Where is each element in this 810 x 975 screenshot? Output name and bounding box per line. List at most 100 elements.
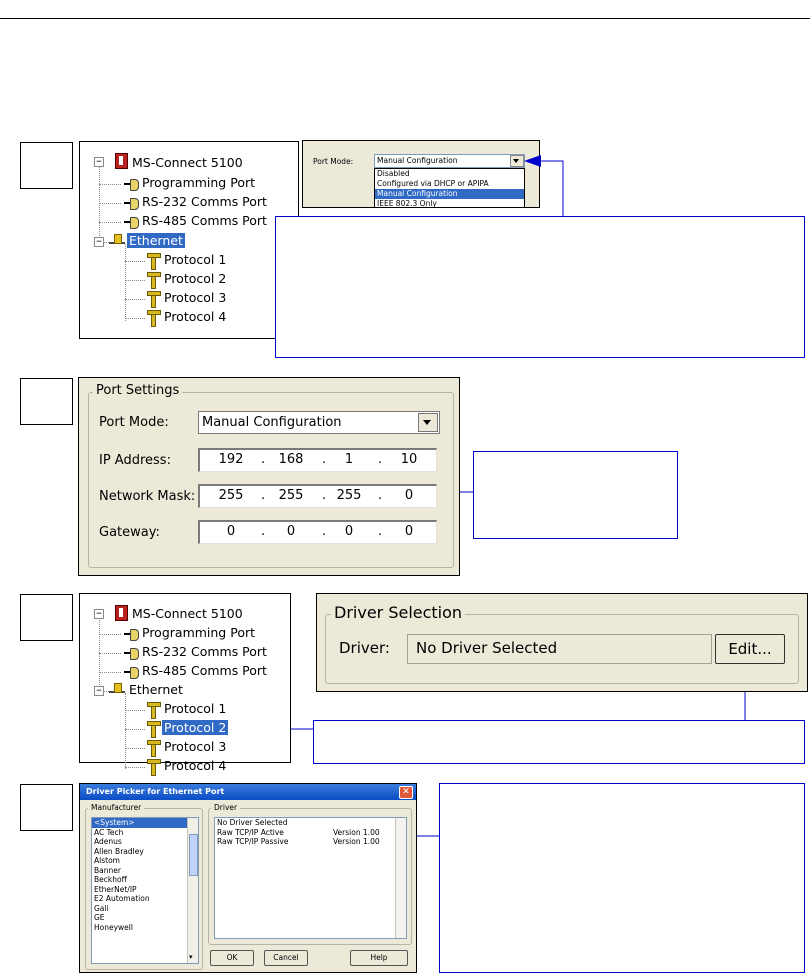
tree-item-rs232[interactable]: RS-232 Comms Port — [142, 194, 267, 209]
port-settings-title: Port Settings — [93, 383, 183, 398]
mask-octet: 255 — [336, 488, 362, 503]
gateway-field[interactable]: 0 . 0 . 0 . 0 — [198, 520, 437, 544]
collapse-icon[interactable]: − — [94, 609, 104, 619]
scrollbar[interactable] — [395, 818, 406, 938]
collapse-icon[interactable]: − — [94, 157, 104, 167]
mask-octet: 255 — [218, 488, 244, 503]
tree-item-ethernet[interactable]: Ethernet — [129, 682, 183, 697]
list-item[interactable]: E2 Automation — [94, 894, 150, 903]
ip-dot: . — [322, 488, 327, 503]
scrollbar-thumb[interactable] — [189, 834, 198, 876]
callout-note-4 — [439, 783, 805, 973]
driver-group — [208, 808, 412, 945]
driver-selection-group — [325, 614, 799, 684]
port-mode-options: Disabled Configured via DHCP or APIPA Ma… — [374, 168, 525, 208]
list-item[interactable]: <System> — [92, 818, 198, 828]
port-mode-option[interactable]: IEEE 802.3 Only — [377, 199, 437, 208]
driver-label: Driver: — [339, 639, 390, 657]
ip-address-field[interactable]: 192 . 168 . 1 . 10 — [198, 448, 437, 472]
connector-line-1 — [540, 160, 564, 216]
chevron-down-icon[interactable]: ▾ — [189, 953, 193, 961]
driver-picker-dialog: Driver Picker for Ethernet Port ✕ Manufa… — [79, 783, 417, 973]
step-box-2 — [20, 378, 73, 425]
driver-name: No Driver Selected — [217, 818, 288, 827]
driver-name: Raw TCP/IP Passive — [217, 837, 289, 846]
tree-root[interactable]: MS-Connect 5100 — [132, 606, 243, 621]
tree-item-protocol-1[interactable]: Protocol 1 — [164, 252, 227, 267]
collapse-icon[interactable]: − — [94, 237, 104, 247]
protocol-icon — [146, 702, 161, 719]
dropdown-button[interactable] — [510, 155, 524, 167]
ethernet-icon — [109, 683, 125, 695]
tree-item-protocol-4[interactable]: Protocol 4 — [164, 758, 227, 773]
port-icon — [124, 216, 139, 229]
tree-item-protocol-3[interactable]: Protocol 3 — [164, 290, 227, 305]
ip-octet: 1 — [344, 452, 354, 467]
dropdown-button[interactable] — [418, 413, 438, 432]
port-settings-group — [88, 392, 454, 568]
step-box-4 — [20, 784, 73, 831]
driver-version: Version 1.00 — [333, 827, 380, 837]
protocol-icon — [146, 272, 161, 289]
cancel-button[interactable]: Cancel — [264, 950, 308, 966]
tree-root[interactable]: MS-Connect 5100 — [132, 155, 243, 170]
scrollbar[interactable]: ▾ — [187, 818, 198, 963]
port-mode-option-selected[interactable]: Manual Configuration — [375, 189, 524, 199]
ip-dot: . — [322, 524, 327, 539]
list-item[interactable]: Allen Bradley — [94, 846, 144, 856]
chevron-down-icon — [423, 420, 431, 425]
port-icon — [124, 628, 139, 641]
ip-dot: . — [261, 452, 266, 467]
tree-item-rs485[interactable]: RS-485 Comms Port — [142, 663, 267, 678]
network-mask-field[interactable]: 255 . 255 . 255 . 0 — [198, 484, 437, 508]
collapse-icon[interactable]: − — [94, 686, 104, 696]
port-mode-combo[interactable]: Manual Configuration — [374, 154, 525, 168]
tree-item-protocol-1[interactable]: Protocol 1 — [164, 701, 227, 716]
tree-item-ethernet[interactable]: Ethernet — [127, 233, 185, 248]
ip-dot: . — [322, 452, 327, 467]
step-box-1 — [20, 142, 73, 189]
callout-note-3 — [313, 720, 805, 764]
device-icon — [115, 605, 128, 621]
manufacturer-list[interactable]: <System> AC Tech Adenus Allen Bradley Al… — [91, 817, 199, 964]
tree-item-protocol-2[interactable]: Protocol 2 — [164, 271, 227, 286]
gateway-label: Gateway: — [99, 525, 160, 540]
tree-item-rs485[interactable]: RS-485 Comms Port — [142, 213, 267, 228]
list-item[interactable]: Gali — [94, 903, 109, 913]
tree-item-programming-port[interactable]: Programming Port — [142, 175, 256, 190]
close-icon[interactable]: ✕ — [399, 786, 413, 799]
port-icon — [124, 178, 139, 191]
edit-button[interactable]: Edit... — [715, 634, 785, 664]
tree-item-protocol-2[interactable]: Protocol 2 — [162, 720, 229, 735]
list-item[interactable]: Honeywell — [94, 922, 133, 932]
list-item[interactable]: Beckhoff — [94, 875, 127, 884]
list-item[interactable]: Alstom — [94, 856, 120, 865]
port-icon — [124, 666, 139, 679]
ok-button[interactable]: OK — [210, 950, 254, 966]
list-item[interactable]: Banner — [94, 865, 121, 875]
list-item[interactable]: AC Tech — [94, 827, 124, 837]
callout-note-1 — [275, 216, 805, 358]
list-item[interactable]: EtherNet/IP — [94, 884, 137, 894]
dialog-title-bar: Driver Picker for Ethernet Port — [80, 784, 416, 800]
help-button[interactable]: Help — [350, 950, 408, 966]
tree-item-protocol-4[interactable]: Protocol 4 — [164, 309, 227, 324]
list-item[interactable]: Adenus — [94, 837, 122, 846]
device-tree-3: − MS-Connect 5100 Programming Port RS-23… — [79, 593, 291, 776]
port-mode-combo-value: Manual Configuration — [377, 156, 458, 165]
tree-item-programming-port[interactable]: Programming Port — [142, 625, 256, 640]
tree-item-rs232[interactable]: RS-232 Comms Port — [142, 644, 267, 659]
driver-row[interactable]: No Driver Selected — [215, 818, 406, 828]
protocol-icon — [146, 759, 161, 776]
manufacturer-label: Manufacturer — [88, 803, 145, 812]
port-mode-select[interactable]: Manual Configuration — [198, 411, 440, 434]
protocol-icon — [146, 253, 161, 270]
port-mode-option[interactable]: Configured via DHCP or APIPA — [377, 179, 489, 188]
driver-group-label: Driver — [211, 803, 241, 812]
list-item[interactable]: GE — [94, 913, 105, 922]
port-mode-option[interactable]: Disabled — [377, 169, 410, 178]
tree-item-protocol-3[interactable]: Protocol 3 — [164, 739, 227, 754]
